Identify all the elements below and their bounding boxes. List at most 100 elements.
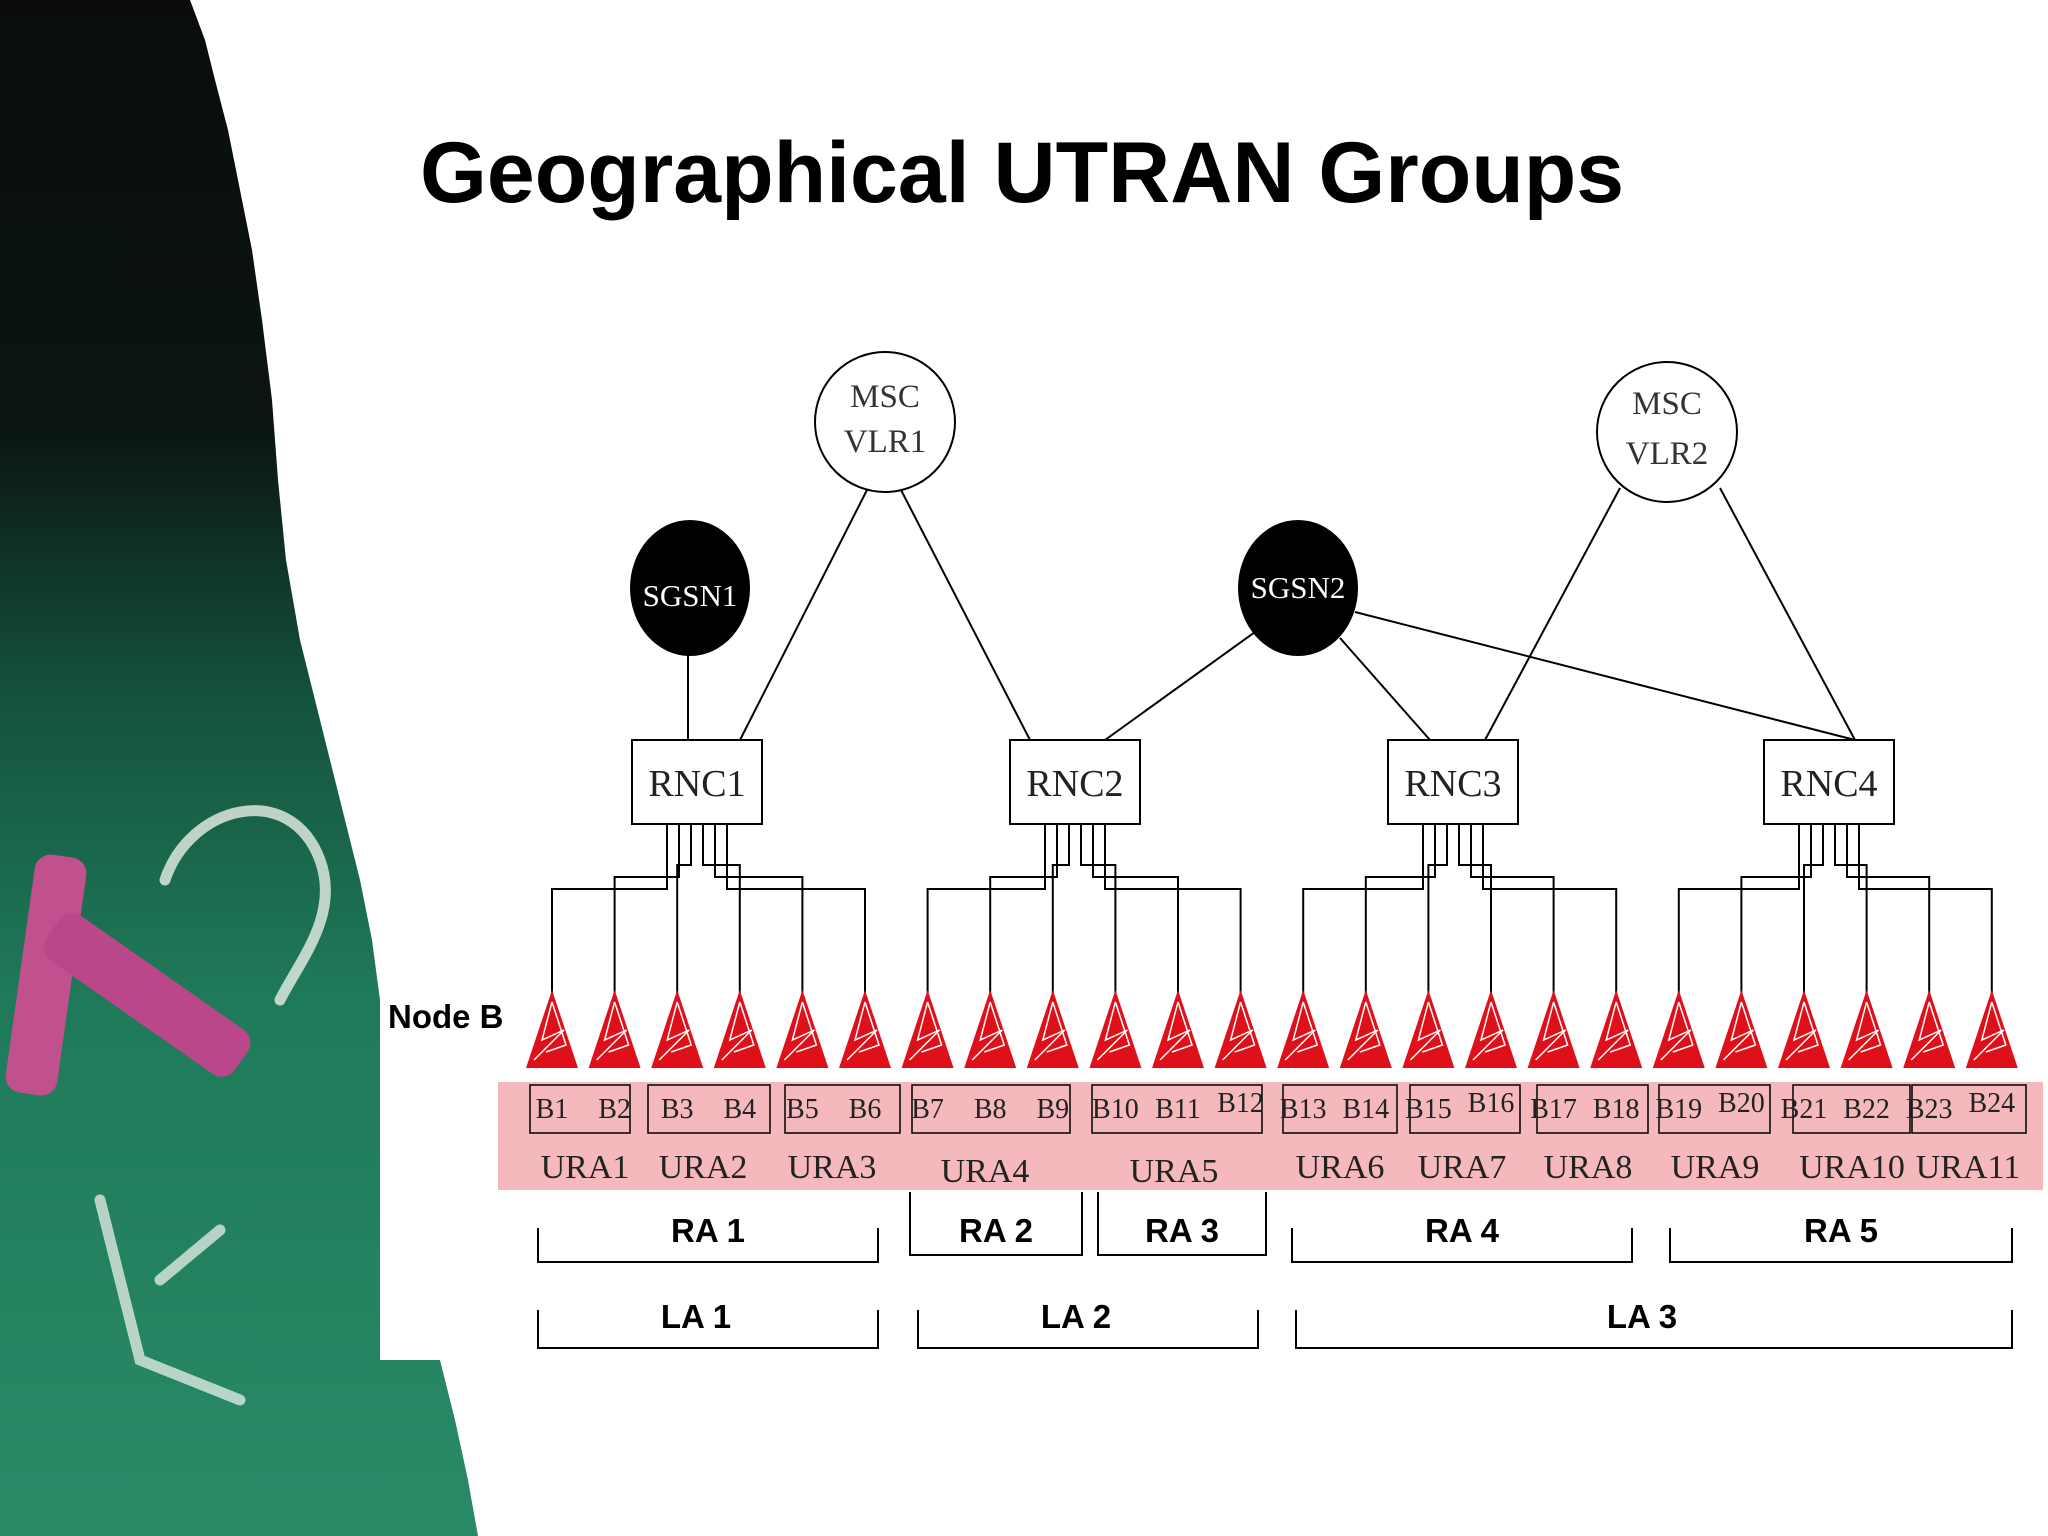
cell-label-b16: B16 [1468, 1088, 1515, 1119]
tower-body [1465, 990, 1517, 1068]
ura-cell-box-11 [1911, 1084, 2027, 1134]
rnc-1-link-5 [714, 824, 804, 995]
ura-cell-box-5 [1091, 1084, 1263, 1134]
la-1-bracket [537, 1310, 879, 1349]
tower-lattice [1159, 1001, 1193, 1061]
cell-label-b21: B21 [1781, 1094, 1828, 1125]
rnc-2-link-5 [1092, 824, 1179, 995]
ura-label-8: URA8 [1544, 1149, 1633, 1186]
la-2: LA 2 [917, 1298, 1259, 1349]
ura-cell-box-7 [1409, 1084, 1521, 1134]
tower-body [1089, 990, 1142, 1068]
ura-label-7: URA7 [1418, 1149, 1507, 1186]
msc-vlr1-line1: MSC [850, 379, 920, 415]
rnc-wiring [551, 824, 1993, 995]
node-b-towers [526, 990, 2018, 1068]
tower-body [1339, 990, 1392, 1068]
rnc-1-link-1 [551, 824, 668, 995]
chalk-stick-2 [43, 913, 251, 1077]
tower-body [964, 990, 1017, 1068]
rnc-2-link-3 [1051, 824, 1070, 995]
cell-label-b6: B6 [849, 1094, 882, 1125]
la-3-label: LA 3 [1607, 1298, 1677, 1335]
ra-1-bracket [537, 1228, 879, 1263]
tower-lattice [596, 1001, 630, 1061]
tower-lattice [971, 1001, 1006, 1061]
rnc-1: RNC1 [631, 739, 763, 825]
tower-lattice [1284, 1001, 1319, 1061]
tower-lattice [1096, 1001, 1131, 1061]
cell-label-b19: B19 [1655, 1094, 1702, 1125]
tower-body [1277, 990, 1330, 1068]
rnc-4-link-2 [1740, 824, 1812, 995]
tower-body [1590, 990, 1643, 1068]
ura-cell-box-3 [784, 1084, 901, 1134]
ura-cell-box-8 [1536, 1084, 1649, 1134]
slide-title: Geographical UTRAN Groups [420, 125, 1624, 221]
cell-label-b12: B12 [1217, 1088, 1264, 1119]
tower-body [1840, 990, 1893, 1068]
node-b-tower-icon [588, 990, 641, 1068]
rnc-4-link-5 [1846, 824, 1931, 995]
node-b-tower-icon [776, 990, 829, 1068]
cell-label-b3: B3 [661, 1094, 694, 1125]
rnc-1-link-2 [613, 824, 680, 995]
tower-body [1152, 990, 1204, 1068]
ura-cell-box-4 [911, 1084, 1071, 1134]
ura-label-2: URA2 [659, 1149, 748, 1186]
cell-label-b10: B10 [1092, 1094, 1139, 1125]
ura-cell-box-6 [1282, 1084, 1398, 1134]
cell-label-b13: B13 [1280, 1094, 1327, 1125]
tower-body [713, 990, 766, 1068]
rnc-4-link-4 [1834, 824, 1868, 995]
core-links [687, 487, 1856, 741]
sgsn1-label: SGSN1 [643, 578, 738, 613]
rnc-1-link-6 [726, 824, 866, 995]
la-1: LA 1 [537, 1298, 879, 1349]
node-b-tower-icon [1339, 990, 1392, 1068]
cell-label-b24: B24 [1968, 1088, 2015, 1119]
ra-1: RA 1 [537, 1212, 879, 1263]
ra-2-label: RA 2 [959, 1212, 1033, 1249]
cell-label-b17: B17 [1530, 1094, 1577, 1125]
tower-body [1715, 990, 1768, 1068]
ra-4-bracket [1291, 1228, 1633, 1263]
node-b-tower-icon [1965, 990, 2018, 1068]
rnc-2-label: RNC2 [1026, 763, 1123, 805]
node-b-label: Node B [388, 998, 504, 1035]
ura-cell-box-1 [529, 1084, 631, 1134]
cell-label-b2: B2 [598, 1094, 631, 1125]
cell-label-b22: B22 [1843, 1094, 1890, 1125]
ra-3-label: RA 3 [1145, 1212, 1219, 1249]
cell-label-b20: B20 [1718, 1088, 1765, 1119]
tower-lattice [1848, 1001, 1882, 1061]
node-b-tower-icon [713, 990, 766, 1068]
node-b-tower-icon [1402, 990, 1455, 1068]
rnc-2-box [1009, 739, 1141, 825]
tower-body [526, 990, 578, 1068]
ura-cell-box-9 [1658, 1084, 1771, 1134]
tower-lattice [1910, 1001, 1945, 1061]
ra-3: RA 3 [1097, 1192, 1267, 1256]
tower-body [839, 990, 891, 1068]
msc-vlr2-line1: MSC [1632, 386, 1702, 422]
cell-label-b11: B11 [1155, 1094, 1201, 1125]
sgsn2-label: SGSN2 [1251, 570, 1346, 605]
rnc-2-link-4 [1080, 824, 1117, 995]
rnc-3-box [1387, 739, 1519, 825]
chalk-scribble-2 [94, 1194, 246, 1406]
rnc-4-label: RNC4 [1780, 763, 1877, 805]
rnc-2-link-1 [926, 824, 1046, 995]
ra-4-label: RA 4 [1425, 1212, 1500, 1249]
la-3: LA 3 [1295, 1298, 2013, 1349]
tower-body [1903, 990, 1956, 1068]
tower-body [1527, 990, 1580, 1068]
tower-lattice [1535, 1001, 1569, 1061]
location-areas: LA 1 LA 2 LA 3 [537, 1298, 2013, 1349]
ra-3-bracket [1097, 1192, 1267, 1256]
node-b-tower-icon [651, 990, 704, 1068]
cell-label-b23: B23 [1906, 1094, 1953, 1125]
